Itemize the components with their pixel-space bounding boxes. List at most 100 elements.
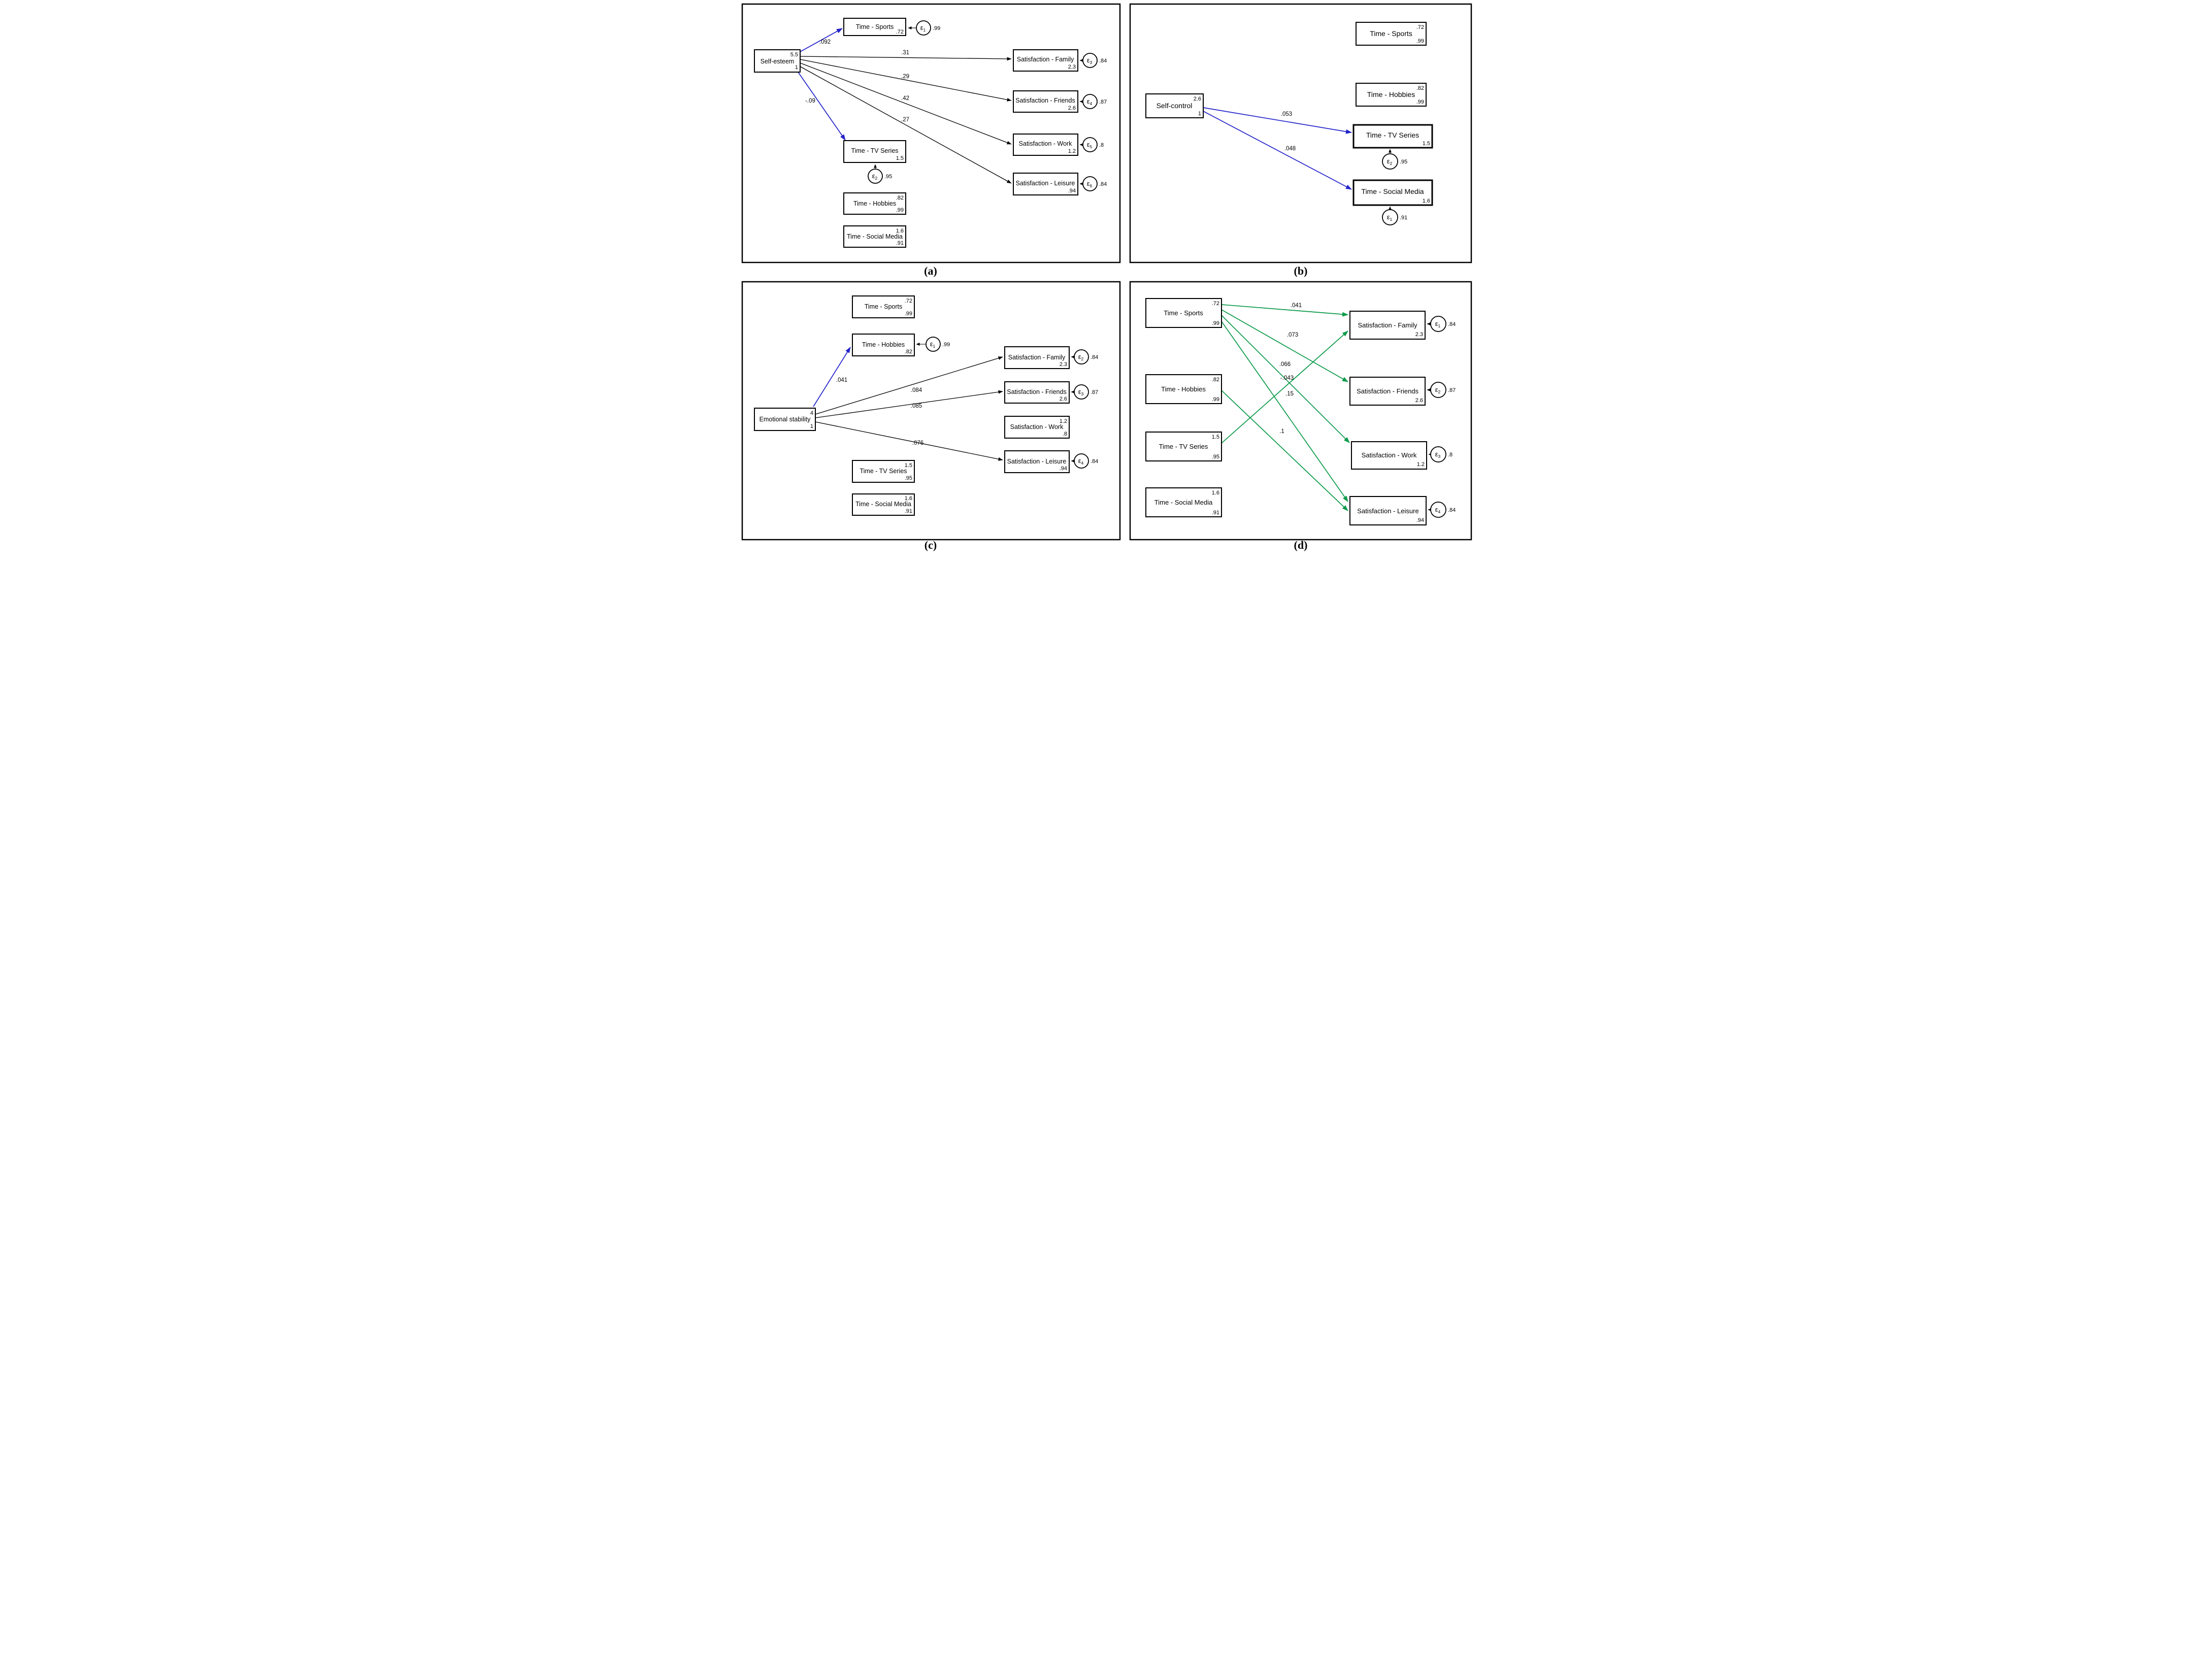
node-c-time-hobbies-label: Time - Hobbies <box>862 341 904 348</box>
epsilon-a-6-circle <box>1082 176 1098 191</box>
node-d-sat-work-label: Satisfaction - Work <box>1361 451 1416 459</box>
coef-sports-leisure: .15 <box>1285 391 1294 397</box>
epsilon-c-1: ε1 .99 <box>925 337 950 352</box>
epsilon-b-1: ε1 .91 <box>1381 209 1407 225</box>
node-c-sat-family: Satisfaction - Family 2.3 <box>1004 346 1070 369</box>
node-d-time-tv-variance: 1.5 <box>1211 434 1219 440</box>
node-b-time-sports-box <box>1355 22 1427 46</box>
node-a-sat-friends: Satisfaction - Friends 2.6 <box>1012 90 1078 113</box>
panel-d-frame <box>1129 281 1472 541</box>
coef-emotstab-family: .084 <box>910 387 922 393</box>
node-a-sat-friends-value: 2.6 <box>1068 105 1075 111</box>
node-c-sat-work-variance: 1.2 <box>1059 418 1067 424</box>
node-c-time-tv-box <box>851 460 915 483</box>
arrow-sports-to-work <box>1220 315 1350 443</box>
node-d-time-sports-label: Time - Sports <box>1164 309 1203 317</box>
node-c-emotional-stability-label: Emotional stability <box>759 416 810 423</box>
node-d-sat-work-value: 1.2 <box>1416 461 1424 468</box>
arrow-sports-to-leisure <box>1220 321 1348 502</box>
node-b-time-tv: Time - TV Series 1.5 <box>1352 124 1433 149</box>
node-c-time-social-value: .91 <box>904 508 912 514</box>
node-b-self-control-label: Self-control <box>1156 102 1192 110</box>
node-a-self-esteem-loading: 1 <box>795 64 798 71</box>
node-a-self-esteem-box <box>753 49 801 73</box>
coef-selfcontrol-tv: .053 <box>1280 111 1292 117</box>
node-d-time-social-box <box>1145 487 1222 517</box>
arrow-selfesteem-to-leisure <box>800 66 1011 184</box>
node-a-sat-work-value: 1.2 <box>1068 148 1075 154</box>
node-d-time-tv: Time - TV Series 1.5 .95 <box>1145 432 1222 461</box>
panel-a-frame <box>741 3 1120 263</box>
node-a-sat-friends-label: Satisfaction - Friends <box>1015 97 1075 104</box>
node-b-time-social-box <box>1352 179 1433 206</box>
node-b-time-social: Time - Social Media 1.6 <box>1352 179 1433 206</box>
node-d-time-hobbies-box <box>1145 374 1222 404</box>
arrow-selfesteem-to-tv <box>797 72 846 141</box>
epsilon-a-4-circle <box>1082 94 1098 109</box>
coef-emotstab-hobbies: .041 <box>836 377 847 383</box>
node-c-emotional-stability: Emotional stability 4 1 <box>753 408 816 431</box>
node-d-sat-leisure: Satisfaction - Leisure .94 <box>1349 496 1427 525</box>
epsilon-a-2-symbol: ε2 <box>872 172 877 181</box>
node-b-time-sports-label: Time - Sports <box>1370 29 1412 38</box>
epsilon-b-2-symbol: ε2 <box>1386 157 1392 166</box>
node-d-sat-friends-label: Satisfaction - Friends <box>1356 387 1418 395</box>
epsilon-a-4: ε4 .87 <box>1082 94 1107 109</box>
node-a-time-hobbies-box <box>843 192 906 215</box>
panel-b-tag: (b) <box>1294 264 1307 277</box>
arrow-sports-to-friends <box>1221 309 1348 382</box>
epsilon-d-4-symbol: ε4 <box>1435 506 1440 514</box>
node-a-sat-leisure-box <box>1012 173 1078 195</box>
epsilon-d-3-symbol: ε3 <box>1435 450 1440 459</box>
node-c-emotional-stability-variance: 4 <box>810 410 813 416</box>
node-c-sat-work-label: Satisfaction - Work <box>1010 423 1063 430</box>
node-a-sat-leisure-value: .94 <box>1068 188 1075 194</box>
epsilon-a-1-symbol: ε1 <box>920 24 926 32</box>
node-a-time-hobbies-label: Time - Hobbies <box>853 200 896 207</box>
node-d-time-social-value: .91 <box>1211 510 1219 516</box>
node-a-time-social-value: .91 <box>896 240 903 246</box>
arrow-hobbies-to-leisure <box>1220 390 1348 511</box>
node-c-sat-leisure: Satisfaction - Leisure .94 <box>1004 450 1070 473</box>
panel-d: .041 .073 .066 -.043 .15 .1 Time - Sport… <box>1129 281 1472 551</box>
node-c-time-social-box <box>851 493 915 516</box>
epsilon-b-1-value: .91 <box>1400 215 1407 221</box>
epsilon-d-4-circle <box>1430 502 1446 518</box>
arrow-selfcontrol-to-social <box>1203 111 1352 190</box>
coef-selfesteem-tv: -.09 <box>805 98 815 104</box>
epsilon-c-3-value: .87 <box>1091 389 1098 395</box>
arrow-emotstab-to-family <box>815 356 1003 415</box>
node-c-sat-leisure-value: .94 <box>1059 466 1067 472</box>
node-c-time-sports-box <box>851 295 915 318</box>
epsilon-c-2-symbol: ε2 <box>1078 353 1083 361</box>
coef-hobbies-leisure: .1 <box>1279 428 1284 435</box>
node-a-time-social-box <box>843 225 906 248</box>
coef-sports-work: .066 <box>1279 361 1290 368</box>
panel-c-frame <box>741 281 1120 541</box>
node-b-time-sports-variance: .72 <box>1416 24 1424 30</box>
node-a-sat-family-label: Satisfaction - Family <box>1016 56 1074 63</box>
epsilon-a-1: ε1 .99 <box>915 20 940 36</box>
arrow-selfesteem-to-family <box>800 56 1011 61</box>
node-d-time-hobbies-variance: .82 <box>1211 377 1219 383</box>
node-c-time-tv-value: .95 <box>904 475 912 481</box>
node-d-sat-friends-box <box>1349 377 1426 406</box>
coef-sports-family: .041 <box>1290 303 1301 309</box>
node-d-sat-friends-value: 2.6 <box>1415 398 1423 404</box>
node-d-time-sports-variance: .72 <box>1211 301 1219 307</box>
node-c-sat-work-value: .8 <box>1062 431 1067 437</box>
node-c-time-social: Time - Social Media 1.6 .91 <box>851 493 915 516</box>
epsilon-b-2-circle <box>1381 153 1398 170</box>
node-c-sat-work: Satisfaction - Work 1.2 .8 <box>1004 416 1070 439</box>
node-a-time-social-label: Time - Social Media <box>847 233 903 240</box>
coef-selfcontrol-social: .048 <box>1284 146 1295 152</box>
node-d-time-social-label: Time - Social Media <box>1154 499 1212 506</box>
epsilon-d-1: ε1 .84 <box>1430 316 1456 332</box>
node-c-time-tv-label: Time - TV Series <box>860 468 907 475</box>
node-a-time-social: Time - Social Media 1.6 .91 <box>843 225 906 248</box>
node-a-sat-family-value: 2.3 <box>1068 64 1075 70</box>
coef-selfesteem-work: .42 <box>901 95 909 102</box>
coef-selfesteem-family: .31 <box>901 50 909 56</box>
node-c-sat-friends-value: 2.6 <box>1059 396 1067 402</box>
epsilon-a-6-symbol: ε6 <box>1086 180 1092 188</box>
